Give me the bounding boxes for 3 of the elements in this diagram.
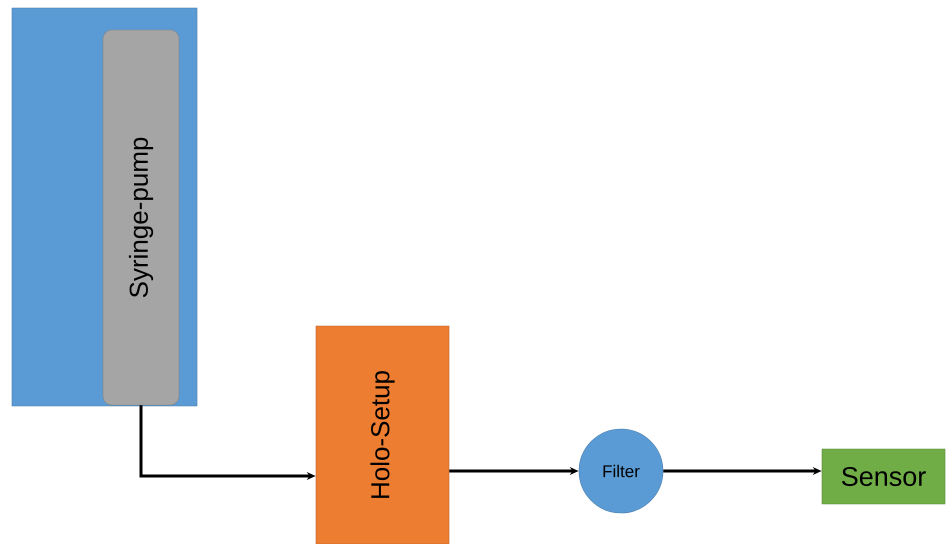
setup-box: Holo-Setup: [316, 326, 450, 544]
sensor-box: Sensor: [822, 448, 946, 504]
pump-box: Syringe-pump: [102, 30, 180, 406]
